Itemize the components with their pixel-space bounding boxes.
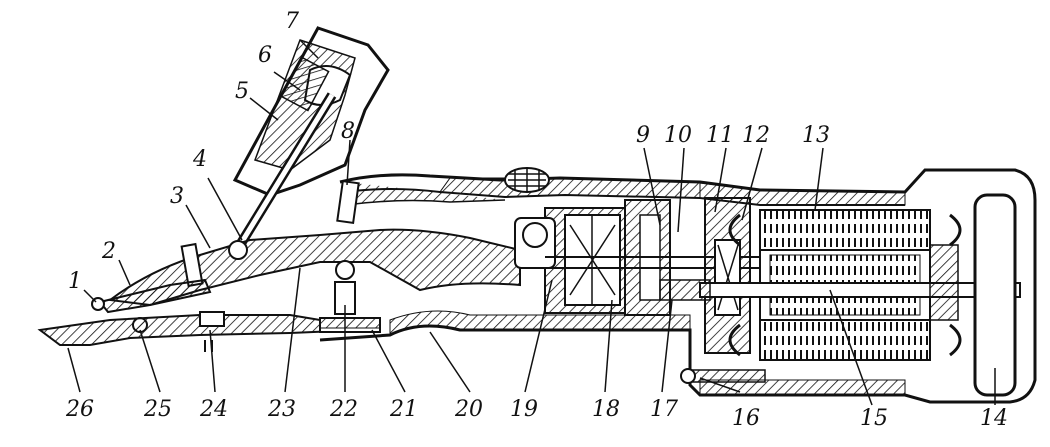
label-19: 19 [510, 397, 538, 422]
motor-assembly [659, 193, 1021, 397]
label-12: 12 [742, 123, 770, 148]
label-7: 7 [285, 9, 299, 34]
pin-8 [336, 179, 360, 225]
part-labels: 1 2 3 4 5 6 7 8 9 10 11 12 13 14 15 16 1… [65, 9, 1008, 431]
upper-blade [91, 278, 212, 314]
label-1: 1 [68, 269, 82, 294]
leader-lines [67, 39, 996, 406]
label-22: 22 [329, 397, 358, 422]
label-26: 26 [65, 397, 94, 422]
label-13: 13 [802, 123, 830, 148]
lever-body [107, 228, 521, 315]
crank-bearing-group [514, 199, 760, 316]
label-17: 17 [650, 397, 678, 422]
label-6: 6 [258, 43, 272, 68]
label-10: 10 [664, 123, 692, 148]
adjust-knob-assembly [232, 26, 390, 248]
label-11: 11 [706, 123, 734, 148]
label-9: 9 [636, 123, 650, 148]
label-5: 5 [235, 79, 249, 104]
label-8: 8 [341, 119, 355, 144]
label-16: 16 [732, 406, 760, 431]
label-24: 24 [199, 397, 228, 422]
lower-base [37, 311, 381, 352]
label-2: 2 [101, 239, 116, 264]
label-21: 21 [389, 397, 418, 422]
bottom-bolt [680, 368, 766, 384]
label-3: 3 [170, 184, 184, 209]
label-4: 4 [192, 147, 207, 172]
label-23: 23 [267, 397, 296, 422]
label-25: 25 [143, 397, 172, 422]
label-20: 20 [454, 397, 483, 422]
label-14: 14 [980, 406, 1008, 431]
label-15: 15 [860, 406, 888, 431]
grip-knurl [504, 167, 550, 193]
housing-shell [319, 168, 1037, 404]
label-18: 18 [592, 397, 620, 422]
